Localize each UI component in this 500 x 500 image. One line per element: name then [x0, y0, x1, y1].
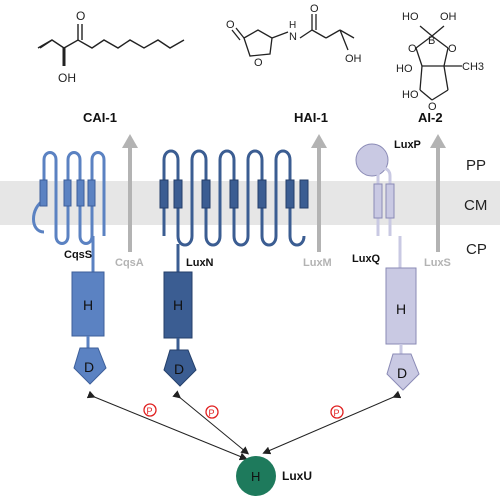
luxp-label: LuxP [394, 139, 421, 151]
cqss-h-label: H [83, 297, 93, 313]
luxs-label: LuxS [424, 257, 451, 269]
cytoplasm-label: CP [466, 241, 487, 258]
cqss-d-label: D [84, 359, 94, 375]
phosphorelay-arrows [86, 390, 402, 461]
hai1-oxygen-2: O [254, 57, 263, 69]
phosphate-2: P [209, 408, 215, 418]
hai1-structure [231, 14, 355, 57]
luxn-d-label: D [174, 361, 184, 377]
hai1-hydroxyl: OH [345, 53, 362, 65]
cqsa-label: CqsA [115, 257, 144, 269]
hai1-label: HAI-1 [294, 110, 328, 125]
ai2-label: AI-2 [418, 110, 443, 125]
ai2-oxygen-2: O [448, 43, 457, 55]
luxn-d-domain [163, 349, 197, 387]
luxu-protein [236, 456, 276, 496]
cai1-label: CAI-1 [83, 110, 117, 125]
ai2-structure [415, 25, 462, 101]
luxq-d-domain [386, 353, 420, 391]
luxq-d-label: D [397, 365, 407, 381]
luxu-h-label: H [251, 469, 260, 484]
luxp-protein [355, 143, 389, 177]
ai2-methyl: CH3 [462, 61, 484, 73]
cai1-structure [37, 24, 185, 66]
phosphate-markers [143, 403, 344, 419]
ai2-ho-3: HO [402, 89, 419, 101]
membrane-label: CM [464, 197, 487, 214]
ai2-oxygen-3: O [428, 101, 437, 113]
cell-membrane-band [0, 181, 500, 225]
ai2-oh-1: OH [440, 11, 457, 23]
cqss-h-domain [71, 271, 105, 337]
cqss-label: CqsS [64, 249, 92, 261]
periplasm-label: PP [466, 157, 486, 174]
luxn-h-domain [163, 271, 193, 339]
luxm-label: LuxM [303, 257, 332, 269]
luxu-label: LuxU [282, 469, 312, 483]
luxn-receptor [159, 149, 309, 387]
ai2-ho-1: HO [402, 11, 419, 23]
ai2-oxygen-1: O [408, 43, 417, 55]
ai2-ho-2: HO [396, 63, 413, 75]
hai1-hydrogen: H [289, 20, 296, 31]
hai1-oxygen-1: O [226, 19, 235, 31]
phosphate-1: P [147, 406, 153, 416]
cai1-hydroxyl: OH [58, 71, 76, 85]
luxq-h-domain [385, 267, 417, 345]
cqss-d-domain [73, 347, 107, 385]
hai1-nitrogen: N [289, 31, 297, 43]
luxq-h-label: H [396, 301, 406, 317]
phosphate-3: P [334, 408, 340, 418]
hai1-oxygen-3: O [310, 3, 319, 15]
synthase-arrows [122, 134, 446, 252]
cai1-oxygen: O [76, 9, 85, 23]
ai2-boron: B [428, 35, 435, 47]
luxq-receptor [355, 143, 420, 391]
luxq-label: LuxQ [352, 253, 381, 265]
luxn-h-label: H [173, 297, 183, 313]
luxn-label: LuxN [186, 257, 214, 269]
cqss-receptor [32, 151, 107, 385]
